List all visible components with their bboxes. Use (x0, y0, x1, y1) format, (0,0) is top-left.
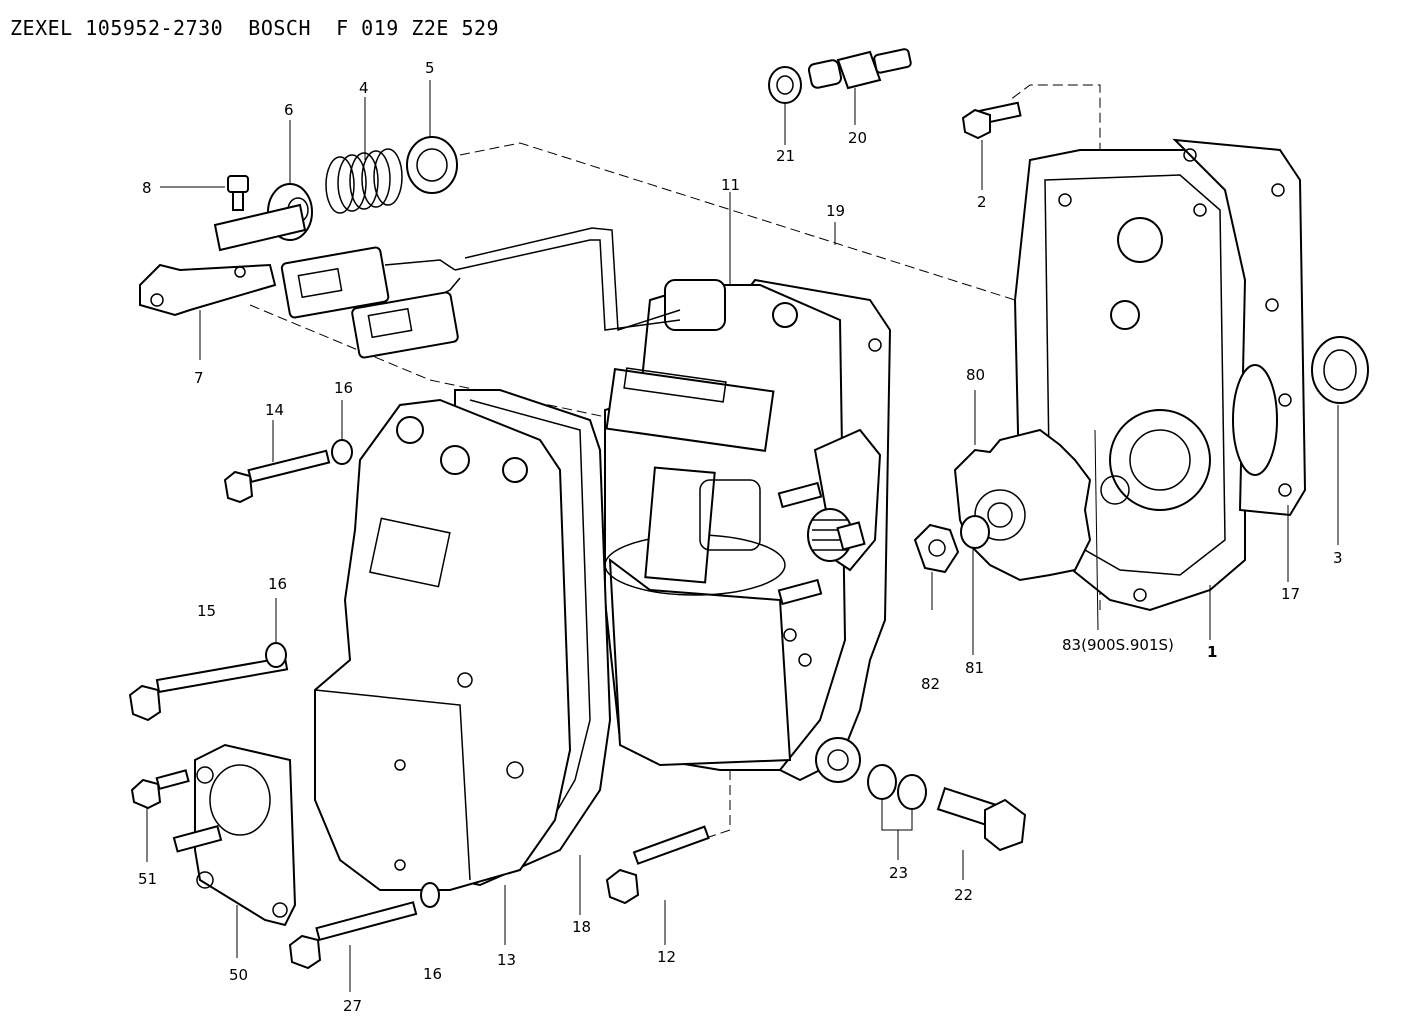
bolt-part-51 (130, 769, 190, 810)
oil-seal-part-3 (1311, 336, 1369, 404)
callout-20: 20 (848, 129, 867, 147)
callout-21: 21 (776, 147, 795, 165)
callout-13: 13 (497, 951, 516, 969)
callout-19: 19 (826, 202, 845, 220)
bolt-part-15 (128, 656, 289, 722)
gear-part-80 (953, 428, 1092, 582)
callout-82: 82 (921, 675, 940, 693)
washer-part-23 (867, 764, 927, 810)
callout-50: 50 (229, 966, 248, 984)
callout-17: 17 (1281, 585, 1300, 603)
fitting-part-20 (807, 48, 912, 90)
callout-8: 8 (142, 179, 152, 197)
callout-labels: 1 2 3 4 5 6 7 8 11 12 13 14 15 16 16 16 … (138, 59, 1343, 1015)
callout-14: 14 (265, 401, 284, 419)
callout-51: 51 (138, 870, 157, 888)
callout-1: 1 (1207, 643, 1217, 661)
bolt-part-27 (288, 901, 418, 970)
spring-seat-part-5 (406, 136, 458, 194)
washer-part-16-bottom (420, 882, 440, 908)
callout-80: 80 (966, 366, 985, 384)
bolt-part-12 (605, 825, 710, 905)
callout-81: 81 (965, 659, 984, 677)
connector-small (351, 291, 459, 359)
bolt-part-8 (227, 175, 249, 211)
callout-22: 22 (954, 886, 973, 904)
diagram-title: ZEXEL 105952-2730 BOSCH F 019 Z2E 529 (10, 16, 500, 40)
nut-part-82 (913, 523, 960, 574)
washer-part-21 (768, 66, 802, 104)
governor-body-part-11 (604, 278, 892, 783)
bracket-part-50 (172, 743, 297, 927)
gasket-part-17 (1172, 138, 1307, 517)
callout-6: 6 (284, 101, 294, 119)
callout-16-mid: 16 (268, 575, 287, 593)
callout-18: 18 (572, 918, 591, 936)
callout-15: 15 (197, 602, 216, 620)
callout-83: 83(900S.901S) (1062, 636, 1174, 654)
cover-part-13 (314, 398, 572, 891)
callout-23: 23 (889, 864, 908, 882)
lever-part-7 (139, 203, 307, 317)
bolt-part-14 (223, 449, 331, 504)
banjo-bolt-part-22 (936, 787, 1027, 852)
callout-11: 11 (721, 176, 740, 194)
callout-27: 27 (343, 997, 362, 1015)
washer-part-16-mid (265, 642, 287, 668)
callout-12: 12 (657, 948, 676, 966)
callout-4: 4 (359, 79, 369, 97)
wiring-harness (384, 227, 681, 332)
callout-16-top: 16 (334, 379, 353, 397)
callout-16-bottom: 16 (423, 965, 442, 983)
callout-3: 3 (1333, 549, 1343, 567)
connector-large (280, 246, 390, 319)
spring-part-4 (325, 148, 403, 214)
washer-part-16-top (331, 439, 353, 465)
callout-2: 2 (977, 193, 987, 211)
leader-lines (146, 80, 1339, 992)
callout-5: 5 (425, 59, 435, 77)
callout-7: 7 (194, 369, 204, 387)
bolt-part-2 (961, 101, 1022, 140)
washer-part-81 (960, 515, 990, 549)
